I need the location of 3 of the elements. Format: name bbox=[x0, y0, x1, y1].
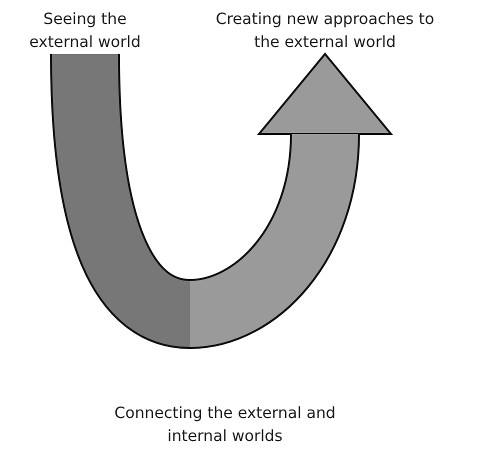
caption-text: Connecting the external and internal worlds bbox=[113, 403, 337, 447]
text-label: Creating new approaches to the external world bbox=[212, 8, 438, 54]
text-label: Seeing the external world bbox=[20, 8, 150, 54]
